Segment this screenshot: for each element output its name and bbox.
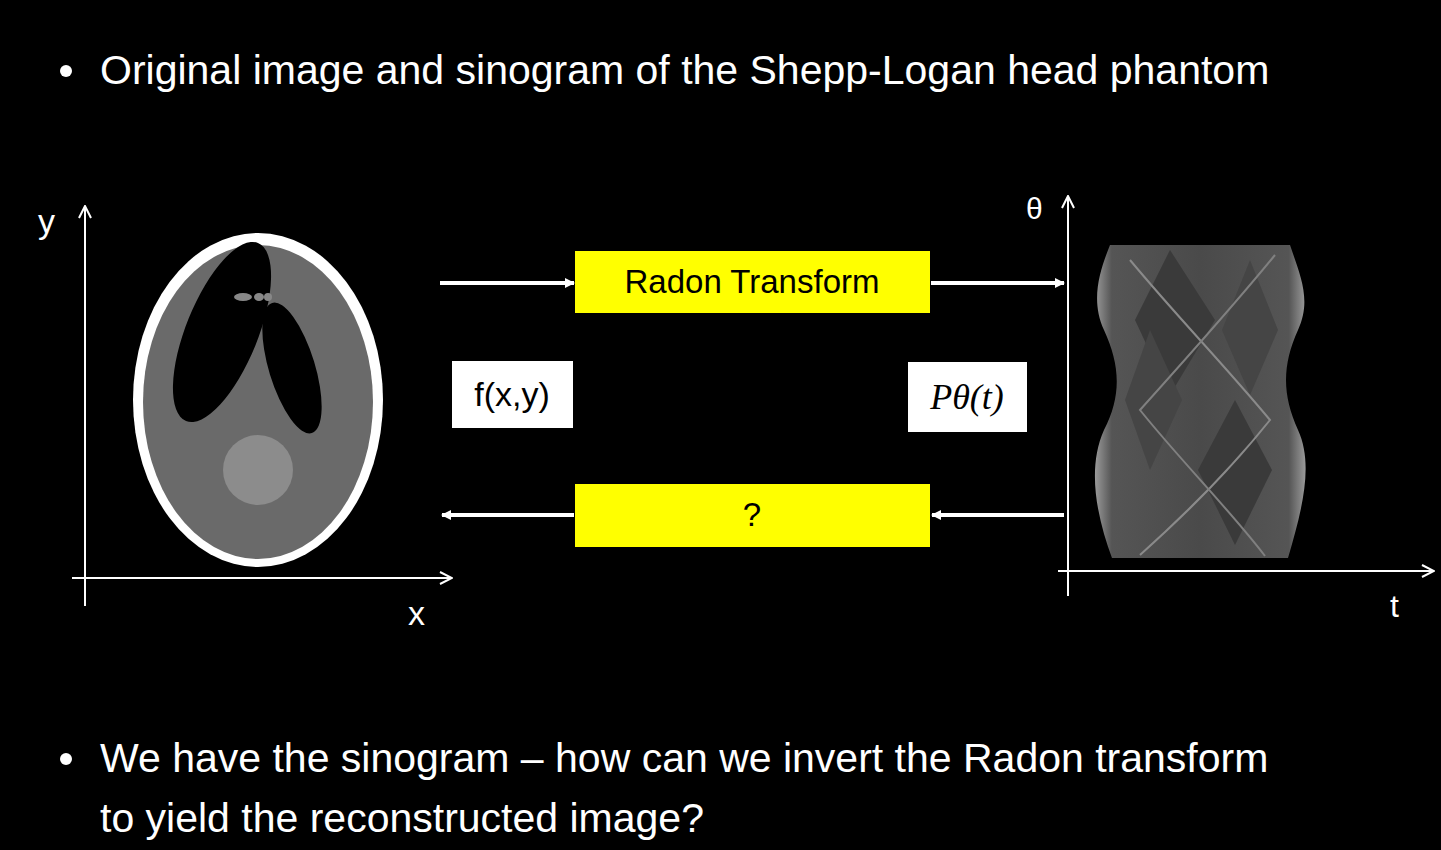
process-box: Radon Transform xyxy=(575,251,930,313)
x-axis xyxy=(72,577,452,579)
bullet-text: We have the sinogram – how can we invert… xyxy=(100,728,1310,848)
shepp-logan-phantom xyxy=(133,230,383,567)
axis-label: t xyxy=(1390,588,1399,625)
arrow xyxy=(931,281,1064,285)
axis-label: x xyxy=(408,594,425,633)
node-text: ? xyxy=(743,496,761,534)
node-text: Radon Transform xyxy=(625,263,880,301)
bullet-text: Original image and sinogram of the Shepp… xyxy=(100,40,1310,100)
arrow xyxy=(932,513,1064,517)
process-box: ? xyxy=(575,484,930,547)
math-label-box: f(x,y) xyxy=(452,361,573,428)
bullet xyxy=(60,65,72,77)
sinogram xyxy=(1095,245,1306,558)
node-text: f(x,y) xyxy=(474,375,550,414)
t-axis xyxy=(1058,570,1434,572)
y-axis xyxy=(84,206,86,606)
theta-axis xyxy=(1067,196,1069,596)
axis-label: y xyxy=(38,202,55,241)
arrow xyxy=(442,513,574,517)
node-text: Pθ(t) xyxy=(930,376,1004,418)
axis-label: θ xyxy=(1026,192,1043,226)
bullet xyxy=(60,753,72,765)
arrow xyxy=(440,281,574,285)
math-label-box: Pθ(t) xyxy=(908,362,1027,432)
